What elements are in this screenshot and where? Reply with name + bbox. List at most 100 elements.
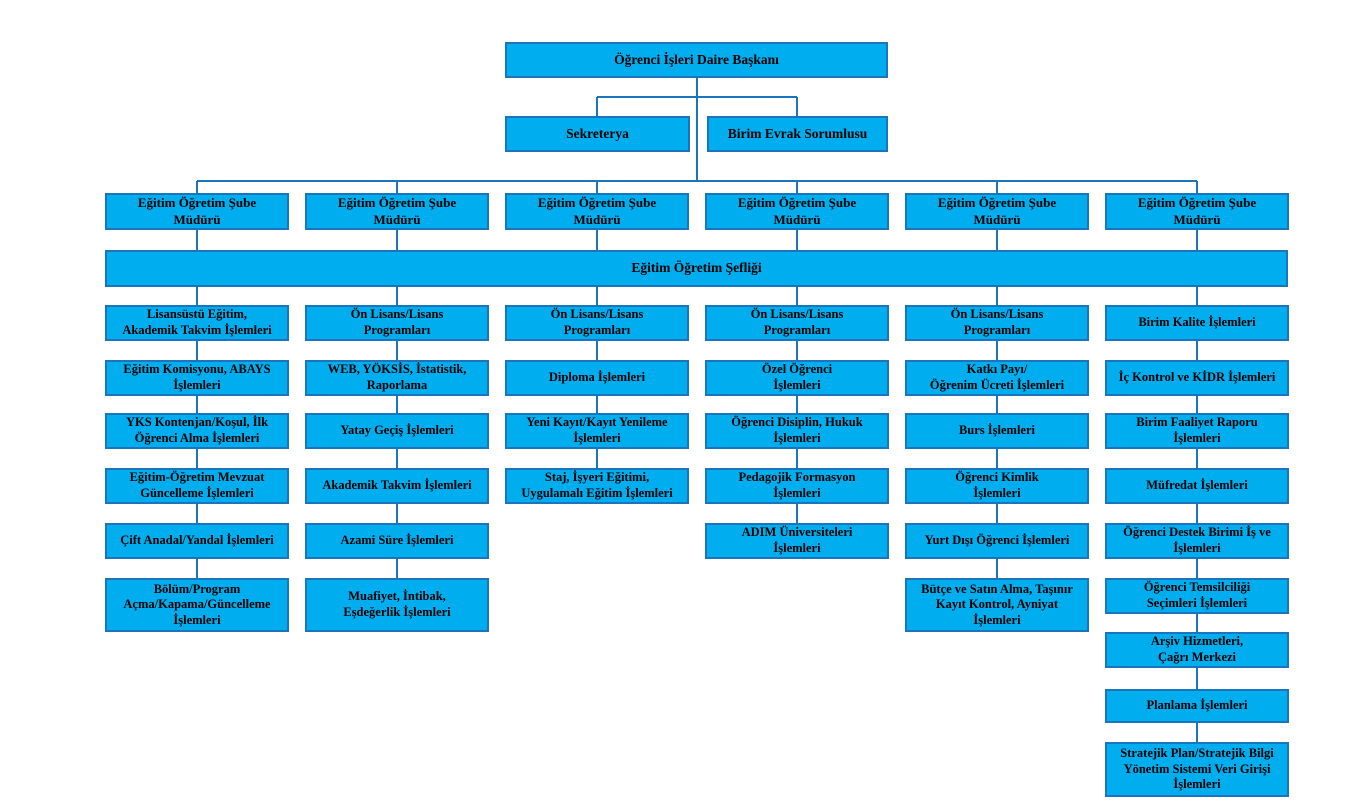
unit-box-col1-row1: Lisansüstü Eğitim, Akademik Takvim İşlem… [105, 305, 289, 341]
unit-box-col6-row6-label: Öğrenci Temsilciliği Seçimleri İşlemleri [1143, 580, 1251, 610]
unit-box-col4-row1-label: Ön Lisans/Lisans Programları [750, 307, 844, 337]
unit-box-col4-row5-label: ADIM Üniversiteleri İşlemleri [741, 525, 853, 555]
unit-box-col1-row4-label: Eğitim-Öğretim Mevzuat Güncelleme İşleml… [129, 470, 265, 500]
unit-box-col2-row5: Azami Süre İşlemleri [305, 523, 489, 559]
connector-line [796, 449, 798, 468]
connector-line [696, 78, 698, 181]
unit-box-col1-row5-label: Çift Anadal/Yandal İşlemleri [120, 533, 274, 548]
unit-box-col1-row5: Çift Anadal/Yandal İşlemleri [105, 523, 289, 559]
connector-line [1196, 559, 1198, 578]
connector-line [596, 181, 598, 193]
sekreterya-label: Sekreterya [566, 125, 629, 141]
connector-line [1196, 504, 1198, 523]
connector-line [196, 559, 198, 578]
connector-line [196, 449, 198, 468]
unit-box-col6-row1-label: Birim Kalite İşlemleri [1138, 315, 1256, 330]
unit-box-col4-row5: ADIM Üniversiteleri İşlemleri [705, 523, 889, 559]
connector-line [396, 230, 398, 250]
unit-box-col3-row2-label: Diploma İşlemleri [548, 370, 646, 385]
manager-box-4: Eğitim Öğretim Şube Müdürü [705, 193, 889, 230]
root-label: Öğrenci İşleri Daire Başkanı [614, 51, 779, 67]
unit-box-col2-row3-label: Yatay Geçiş İşlemleri [340, 423, 454, 438]
unit-box-col6-row6: Öğrenci Temsilciliği Seçimleri İşlemleri [1105, 578, 1289, 614]
connector-line [1196, 614, 1198, 632]
connector-line [196, 396, 198, 413]
unit-box-col1-row6-label: Bölüm/Program Açma/Kapama/Güncelleme İşl… [123, 581, 271, 627]
connector-line [196, 181, 198, 193]
connector-line [1196, 287, 1198, 305]
connector-line [1196, 230, 1198, 250]
manager-box-1-label: Eğitim Öğretim Şube Müdürü [137, 195, 257, 227]
connector-line [396, 559, 398, 578]
unit-box-col2-row6-label: Muafiyet, İntibak, Eşdeğerlik İşlemleri [343, 589, 451, 619]
unit-box-col6-row7: Arşiv Hizmetleri, Çağrı Merkezi [1105, 632, 1289, 668]
manager-box-2: Eğitim Öğretim Şube Müdürü [305, 193, 489, 230]
unit-box-col6-row9: Stratejik Plan/Stratejik Bilgi Yönetim S… [1105, 742, 1289, 797]
unit-box-col2-row1-label: Ön Lisans/Lisans Programları [350, 307, 444, 337]
connector-line [196, 230, 198, 250]
unit-box-col2-row3: Yatay Geçiş İşlemleri [305, 413, 489, 449]
unit-box-col6-row7-label: Arşiv Hizmetleri, Çağrı Merkezi [1150, 634, 1244, 664]
connector-line [796, 287, 798, 305]
manager-box-3: Eğitim Öğretim Şube Müdürü [505, 193, 689, 230]
connector-line [996, 396, 998, 413]
unit-box-col1-row1-label: Lisansüstü Eğitim, Akademik Takvim İşlem… [122, 307, 272, 337]
unit-box-col2-row2-label: WEB, YÖKSİS, İstatistik, Raporlama [327, 362, 467, 392]
unit-box-col6-row5: Öğrenci Destek Birimi İş ve İşlemleri [1105, 523, 1289, 559]
unit-box-col5-row3: Burs İşlemleri [905, 413, 1089, 449]
band-label: Eğitim Öğretim Şefliği [631, 260, 762, 276]
manager-box-2-label: Eğitim Öğretim Şube Müdürü [337, 195, 457, 227]
manager-box-5: Eğitim Öğretim Şube Müdürü [905, 193, 1089, 230]
connector-line [596, 230, 598, 250]
unit-box-col6-row3: Birim Faaliyet Raporu İşlemleri [1105, 413, 1289, 449]
unit-box-col6-row8: Planlama İşlemleri [1105, 689, 1289, 723]
unit-box-col1-row2-label: Eğitim Komisyonu, ABAYS İşlemleri [123, 362, 271, 392]
unit-box-col6-row2-label: İç Kontrol ve KİDR İşlemleri [1118, 370, 1276, 385]
connector-line [996, 230, 998, 250]
unit-box-col5-row2: Katkı Payı/ Öğrenim Ücreti İşlemleri [905, 360, 1089, 396]
manager-box-5-label: Eğitim Öğretim Şube Müdürü [937, 195, 1057, 227]
connector-line [996, 341, 998, 360]
connector-line [796, 181, 798, 193]
unit-box-col4-row3-label: Öğrenci Disiplin, Hukuk İşlemleri [731, 415, 863, 445]
unit-box-col2-row5-label: Azami Süre İşlemleri [340, 533, 454, 548]
connector-line [596, 396, 598, 413]
unit-box-col6-row5-label: Öğrenci Destek Birimi İş ve İşlemleri [1123, 525, 1271, 555]
unit-box-col2-row2: WEB, YÖKSİS, İstatistik, Raporlama [305, 360, 489, 396]
manager-box-1: Eğitim Öğretim Şube Müdürü [105, 193, 289, 230]
unit-box-col3-row3: Yeni Kayıt/Kayıt Yenileme İşlemleri [505, 413, 689, 449]
connector-line [196, 504, 198, 523]
connector-line [1196, 396, 1198, 413]
unit-box-col5-row5: Yurt Dışı Öğrenci İşlemleri [905, 523, 1089, 559]
connector-line [996, 449, 998, 468]
connector-line [596, 287, 598, 305]
unit-box-col4-row2: Özel Öğrenci İşlemleri [705, 360, 889, 396]
manager-box-3-label: Eğitim Öğretim Şube Müdürü [537, 195, 657, 227]
manager-box-6: Eğitim Öğretim Şube Müdürü [1105, 193, 1289, 230]
connector-line [196, 341, 198, 360]
connector-line [396, 181, 398, 193]
unit-box-col3-row1-label: Ön Lisans/Lisans Programları [550, 307, 644, 337]
connector-line [396, 396, 398, 413]
connector-line [796, 230, 798, 250]
unit-box-col2-row4: Akademik Takvim İşlemleri [305, 468, 489, 504]
connector-line [197, 180, 1197, 182]
connector-line [996, 504, 998, 523]
unit-box-col5-row6-label: Bütçe ve Satın Alma, Taşınır Kayıt Kontr… [921, 581, 1073, 627]
connector-line [796, 504, 798, 523]
unit-box-col4-row3: Öğrenci Disiplin, Hukuk İşlemleri [705, 413, 889, 449]
connector-line [996, 181, 998, 193]
unit-box-col1-row2: Eğitim Komisyonu, ABAYS İşlemleri [105, 360, 289, 396]
unit-box-col1-row4: Eğitim-Öğretim Mevzuat Güncelleme İşleml… [105, 468, 289, 504]
connector-line [596, 341, 598, 360]
connector-line [396, 504, 398, 523]
unit-box-col4-row4-label: Pedagojik Formasyon İşlemleri [738, 470, 856, 500]
manager-box-4-label: Eğitim Öğretim Şube Müdürü [737, 195, 857, 227]
unit-box-col6-row4: Müfredat İşlemleri [1105, 468, 1289, 504]
birim-evrak-box: Birim Evrak Sorumlusu [707, 116, 888, 152]
unit-box-col3-row4: Staj, İşyeri Eğitimi, Uygulamalı Eğitim … [505, 468, 689, 504]
connector-line [996, 287, 998, 305]
unit-box-col3-row3-label: Yeni Kayıt/Kayıt Yenileme İşlemleri [526, 415, 668, 445]
birim-evrak-label: Birim Evrak Sorumlusu [727, 125, 868, 141]
